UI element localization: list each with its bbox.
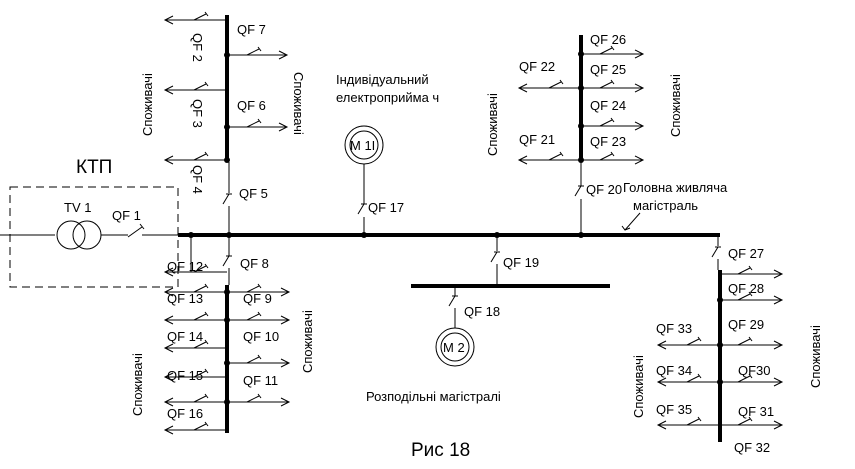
- breaker-qf8-label: QF 8: [240, 256, 269, 271]
- breaker-qf6-label: QF 6: [237, 98, 266, 113]
- breaker-qf27-label: QF 27: [728, 246, 764, 261]
- breaker-qf7-label: QF 7: [237, 22, 266, 37]
- breaker-qf15-label: QF 15: [167, 368, 203, 383]
- transformer-winding-2: [72, 220, 102, 250]
- consumers-label-tr-right: Споживачі: [668, 74, 683, 137]
- consumers-label-br-right: Споживачі: [808, 325, 823, 388]
- breaker-qf1-label: QF 1: [112, 208, 141, 223]
- figure-caption: Рис 18: [411, 440, 470, 461]
- breaker-qf30-label: QF30: [738, 363, 771, 378]
- breaker-qf28-label: QF 28: [728, 281, 764, 296]
- breaker-qf19-label: QF 19: [503, 255, 539, 270]
- breaker-qf33-label: QF 33: [656, 321, 692, 336]
- individual-label-2: електроприйма ч: [336, 90, 439, 105]
- consumers-label-tl-right: Споживачі: [291, 72, 306, 135]
- breaker-qf12-label: QF 12: [167, 259, 203, 274]
- breaker-qf29-label: QF 29: [728, 317, 764, 332]
- motor-m2: [435, 327, 475, 367]
- consumers-label-br-left: Споживачі: [631, 355, 646, 418]
- breaker-qf34-label: QF 34: [656, 363, 692, 378]
- motor-m1: [344, 125, 384, 165]
- breaker-qf4-label: QF 4: [190, 165, 205, 194]
- breaker-qf13-label: QF 13: [167, 291, 203, 306]
- breaker-qf25-label: QF 25: [590, 62, 626, 77]
- consumers-label-bl-right: Споживачі: [300, 310, 315, 373]
- breaker-qf22-label: QF 22: [519, 59, 555, 74]
- breaker-qf3-label: QF 3: [190, 99, 205, 128]
- consumers-label-bl-left: Споживачі: [130, 353, 145, 416]
- transformer-label: TV 1: [64, 200, 91, 215]
- breaker-qf24-label: QF 24: [590, 98, 626, 113]
- breaker-qf23-label: QF 23: [590, 134, 626, 149]
- ktp-label: КТП: [76, 157, 112, 178]
- breaker-qf26-label: QF 26: [590, 32, 626, 47]
- breaker-qf2-label: QF 2: [190, 33, 205, 62]
- breaker-qf11-label: QF 11: [243, 373, 278, 388]
- transformer-winding-1: [56, 220, 86, 250]
- main-line-label-1: Головна живляча: [623, 180, 728, 195]
- main-line-label-2: магістраль: [633, 198, 698, 213]
- ktp-boundary: [9, 186, 179, 288]
- breaker-qf9-label: QF 9: [243, 291, 272, 306]
- breaker-qf16-label: QF 16: [167, 406, 203, 421]
- breaker-qf35-label: QF 35: [656, 402, 692, 417]
- individual-label-1: Індивідуальний: [336, 72, 429, 87]
- breaker-qf17-label: QF 17: [368, 200, 404, 215]
- breaker-qf32-label: QF 32: [734, 440, 770, 455]
- breaker-qf5-label: QF 5: [239, 186, 268, 201]
- breaker-qf31-label: QF 31: [738, 404, 774, 419]
- breaker-qf18-label: QF 18: [464, 304, 500, 319]
- breaker-qf21-label: QF 21: [519, 132, 555, 147]
- breaker-qf20-label: QF 20: [586, 182, 622, 197]
- distribution-label: Розподільні магістралі: [366, 389, 501, 404]
- breaker-qf14-label: QF 14: [167, 329, 203, 344]
- consumers-label-tl-left: Споживачі: [140, 73, 155, 136]
- motor-m2-label: M 2: [443, 340, 465, 355]
- motor-m1-label: M 1І: [350, 138, 375, 153]
- consumers-label-tr-left: Споживачі: [485, 93, 500, 156]
- breaker-qf10-label: QF 10: [243, 329, 279, 344]
